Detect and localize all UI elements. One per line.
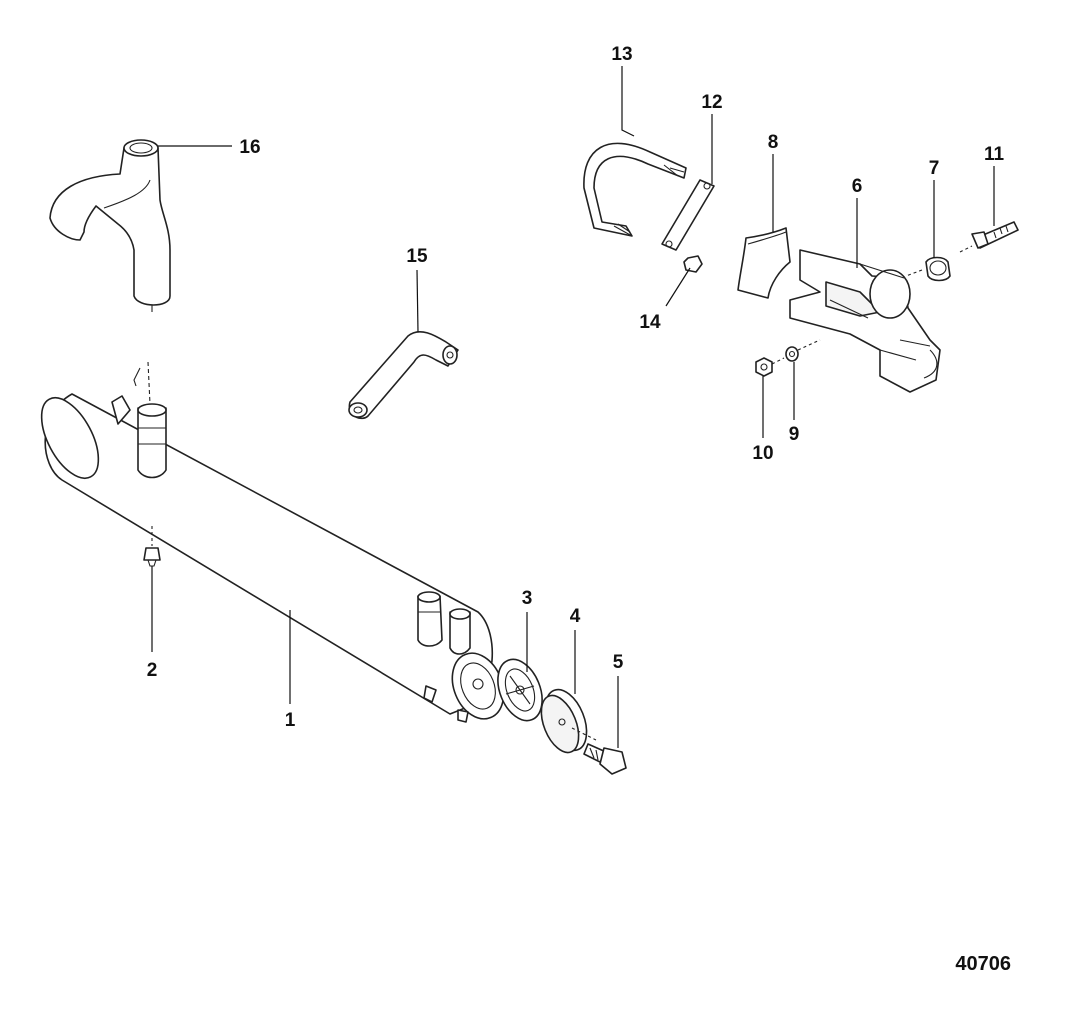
callout-11: 11 xyxy=(984,144,1005,165)
part-5-bolt xyxy=(571,727,627,775)
figure-number: 40706 xyxy=(955,953,1011,975)
callout-1: 1 xyxy=(285,710,296,731)
callout-9: 9 xyxy=(789,424,800,445)
part-6-bracket xyxy=(789,249,941,393)
callout-3: 3 xyxy=(522,588,533,609)
part-2-drain-plug xyxy=(143,526,161,567)
callout-labels: 1 2 3 4 5 6 7 8 9 10 11 12 13 14 15 16 xyxy=(147,44,1005,731)
callout-16: 16 xyxy=(239,137,260,158)
callout-5: 5 xyxy=(613,652,624,673)
callout-15: 15 xyxy=(406,246,428,267)
callout-8: 8 xyxy=(768,132,779,153)
callout-12: 12 xyxy=(701,92,722,113)
part-9-washer xyxy=(785,339,821,362)
part-3-gasket xyxy=(497,658,543,722)
part-7-bushing xyxy=(905,256,951,282)
callout-7: 7 xyxy=(929,158,940,179)
callout-10: 10 xyxy=(752,443,773,464)
part-12-strap xyxy=(661,179,715,251)
part-10-nut xyxy=(755,357,785,377)
part-13-u-bolt xyxy=(583,142,687,237)
part-1-cylinder xyxy=(40,361,505,723)
part-16-hose xyxy=(49,139,171,312)
part-8-saddle-pad xyxy=(737,227,791,299)
part-14-nut xyxy=(683,255,703,273)
callout-4: 4 xyxy=(570,606,581,627)
part-15-hose xyxy=(348,331,459,420)
leader-lines xyxy=(151,66,995,748)
callout-2: 2 xyxy=(147,660,158,681)
callout-13: 13 xyxy=(611,44,632,65)
callout-6: 6 xyxy=(852,176,863,197)
part-4-end-cap xyxy=(540,688,588,754)
callout-14: 14 xyxy=(639,312,661,333)
part-11-stud xyxy=(959,221,1019,253)
